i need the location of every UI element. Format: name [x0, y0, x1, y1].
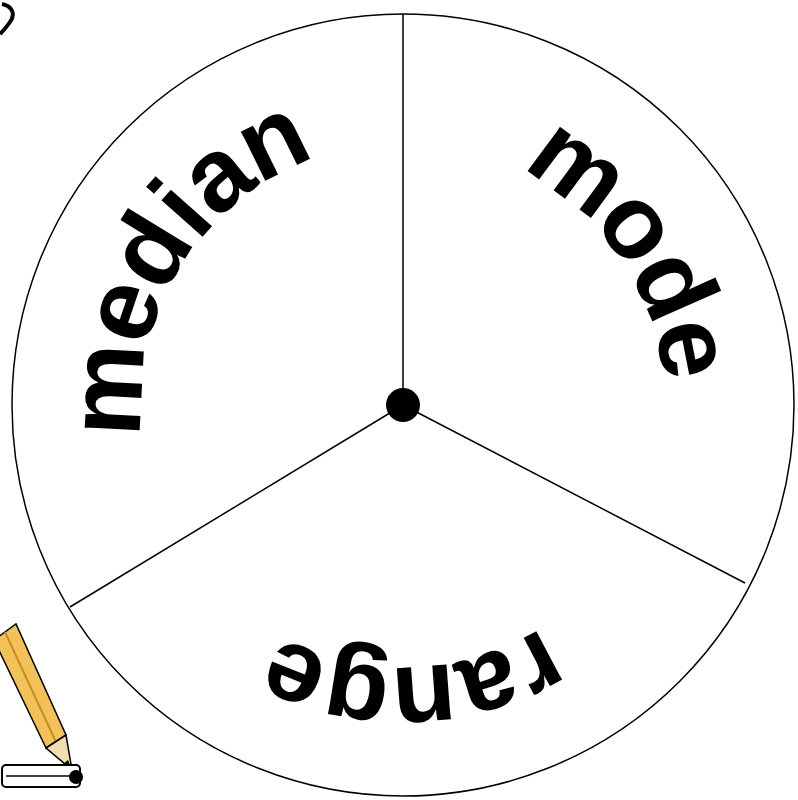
pencil-icon [0, 624, 83, 787]
label-letter: m [51, 340, 160, 438]
sector-line [403, 405, 745, 583]
clip-fragment [0, 4, 13, 34]
center-dot [386, 388, 420, 422]
spinner-circle [12, 14, 794, 796]
sector-line [402, 14, 404, 405]
label-letter: n [390, 648, 461, 756]
